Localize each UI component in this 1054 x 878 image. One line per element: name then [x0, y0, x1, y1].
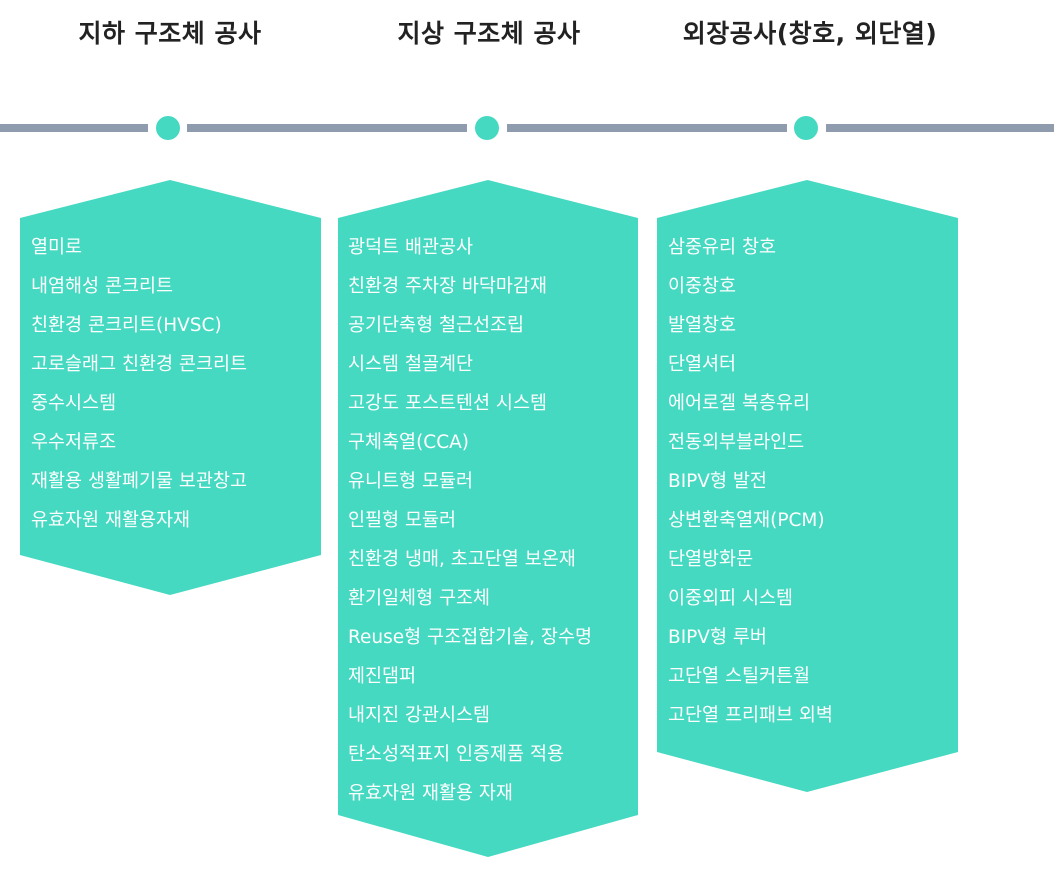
list-item: 구체축열(CCA): [348, 432, 470, 453]
list-item: BIPV형 루버: [668, 627, 767, 648]
list-item: 고단열 스틸커튼월: [668, 666, 811, 687]
list-item: 유효자원 재활용자재: [31, 510, 191, 531]
timeline-dot: [475, 116, 499, 140]
list-item: 이중외피 시스템: [668, 588, 794, 609]
list-item: 단열셔터: [668, 354, 737, 375]
list-item: 에어로겔 복층유리: [668, 393, 811, 414]
list-item: 열미로: [31, 237, 83, 258]
column-title-underground: 지하 구조체 공사: [78, 19, 262, 48]
column-title-exterior: 외장공사(창호, 외단열): [682, 19, 938, 48]
timeline-segment: [187, 124, 467, 132]
timeline-dot: [794, 116, 818, 140]
list-item: 전동외부블라인드: [668, 432, 805, 453]
list-item: 제진댐퍼: [348, 666, 417, 687]
list-item: 시스템 철골계단: [348, 354, 474, 375]
list-item: 삼중유리 창호: [668, 237, 777, 258]
list-item: 내염해성 콘크리트: [31, 276, 174, 297]
list-item: 광덕트 배관공사: [348, 237, 474, 258]
list-item: 고단열 프리패브 외벽: [668, 705, 833, 726]
list-item: 고강도 포스트텐션 시스템: [348, 393, 547, 414]
list-item: 탄소성적표지 인증제품 적용: [348, 744, 565, 765]
column-shape-underground: [20, 180, 321, 595]
column-shape-aboveground: [338, 180, 638, 857]
list-item: Reuse형 구조접합기술, 장수명: [348, 627, 592, 648]
timeline-segment: [507, 124, 787, 132]
list-item: 발열창호: [668, 315, 737, 336]
list-item: 재활용 생활폐기물 보관창고: [31, 471, 248, 492]
list-item: 유니트형 모듈러: [348, 471, 474, 492]
timeline-dot: [156, 116, 180, 140]
list-item: 친환경 콘크리트(HVSC): [31, 315, 222, 336]
list-item: 고로슬래그 친환경 콘크리트: [31, 354, 248, 375]
list-item: 공기단축형 철근선조립: [348, 315, 525, 336]
list-item: 친환경 냉매, 초고단열 보온재: [348, 549, 576, 570]
timeline-segment: [0, 124, 148, 132]
timeline-segment: [826, 124, 1054, 132]
list-item: 상변환축열재(PCM): [668, 510, 825, 531]
column-shape-exterior: [657, 180, 958, 792]
list-item: 유효자원 재활용 자재: [348, 783, 513, 804]
list-item: 중수시스템: [31, 393, 117, 414]
list-item: 인필형 모듈러: [348, 510, 457, 531]
list-item: 내지진 강관시스템: [348, 705, 491, 726]
list-item: 친환경 주차장 바닥마감재: [348, 276, 547, 297]
column-title-aboveground: 지상 구조체 공사: [397, 19, 581, 48]
list-item: BIPV형 발전: [668, 471, 767, 492]
list-item: 단열방화문: [668, 549, 754, 570]
list-item: 이중창호: [668, 276, 737, 297]
list-item: 우수저류조: [31, 432, 117, 453]
list-item: 환기일체형 구조체: [348, 588, 491, 609]
